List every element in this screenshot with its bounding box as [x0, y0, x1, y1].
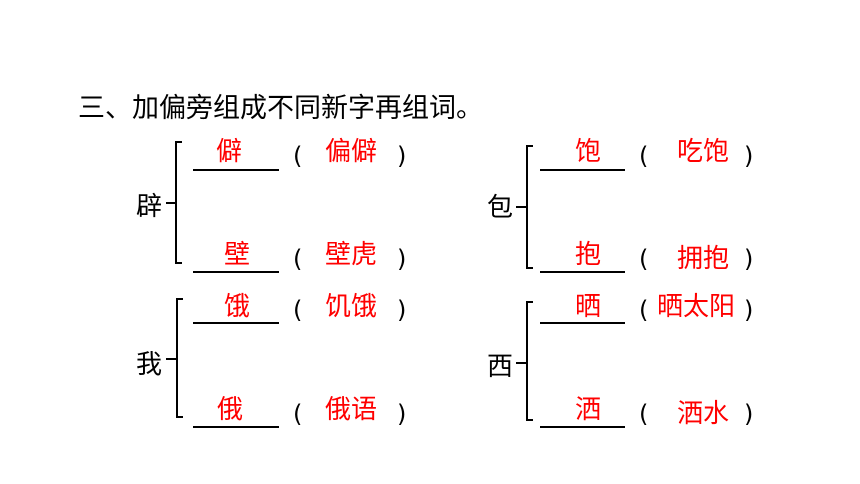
close-paren-1b: ) [397, 245, 407, 273]
root-char-2: 包 [486, 193, 513, 223]
open-paren-1a: ( [293, 142, 303, 170]
answer-word-3a: 饥饿 [325, 292, 378, 322]
open-paren-2b: ( [639, 245, 649, 273]
answer-char-3a: 饿 [224, 292, 251, 322]
answer-word-4b: 洒水 [677, 399, 730, 429]
close-paren-2b: ) [744, 245, 754, 273]
open-paren-3a: ( [293, 296, 303, 324]
open-paren-4a: ( [639, 296, 649, 324]
answer-word-1a: 偏僻 [325, 137, 378, 167]
answer-word-1b: 壁虎 [325, 240, 378, 270]
open-paren-3b: ( [293, 400, 303, 428]
close-paren-4b: ) [744, 400, 754, 428]
exercise-title: 三、加偏旁组成不同新字再组词。 [78, 93, 483, 124]
answer-char-1a: 僻 [216, 137, 243, 167]
close-paren-3a: ) [397, 296, 407, 324]
close-paren-2a: ) [744, 142, 754, 170]
bracket-2 [516, 145, 625, 273]
open-paren-4b: ( [639, 400, 649, 428]
answer-char-4b: 洒 [575, 395, 602, 425]
answer-word-2a: 吃饱 [677, 137, 730, 167]
open-paren-1b: ( [293, 245, 303, 273]
answer-word-3b: 俄语 [325, 395, 378, 425]
answer-char-2a: 饱 [575, 137, 602, 167]
bracket-3 [166, 298, 279, 428]
answer-char-3b: 俄 [217, 395, 244, 425]
answer-char-4a: 晒 [575, 292, 602, 322]
open-paren-2a: ( [639, 142, 649, 170]
root-char-3: 我 [135, 350, 162, 380]
close-paren-1a: ) [397, 142, 407, 170]
close-paren-4a: ) [744, 296, 754, 324]
bracket-4 [516, 301, 625, 428]
answer-char-1b: 壁 [224, 240, 251, 270]
answer-word-2b: 拥抱 [677, 244, 730, 274]
root-char-4: 西 [486, 352, 513, 382]
root-char-1: 辟 [135, 192, 162, 222]
close-paren-3b: ) [397, 400, 407, 428]
answer-word-4a: 晒太阳 [657, 292, 736, 322]
answer-char-2b: 抱 [575, 240, 602, 270]
bracket-1 [166, 141, 279, 273]
